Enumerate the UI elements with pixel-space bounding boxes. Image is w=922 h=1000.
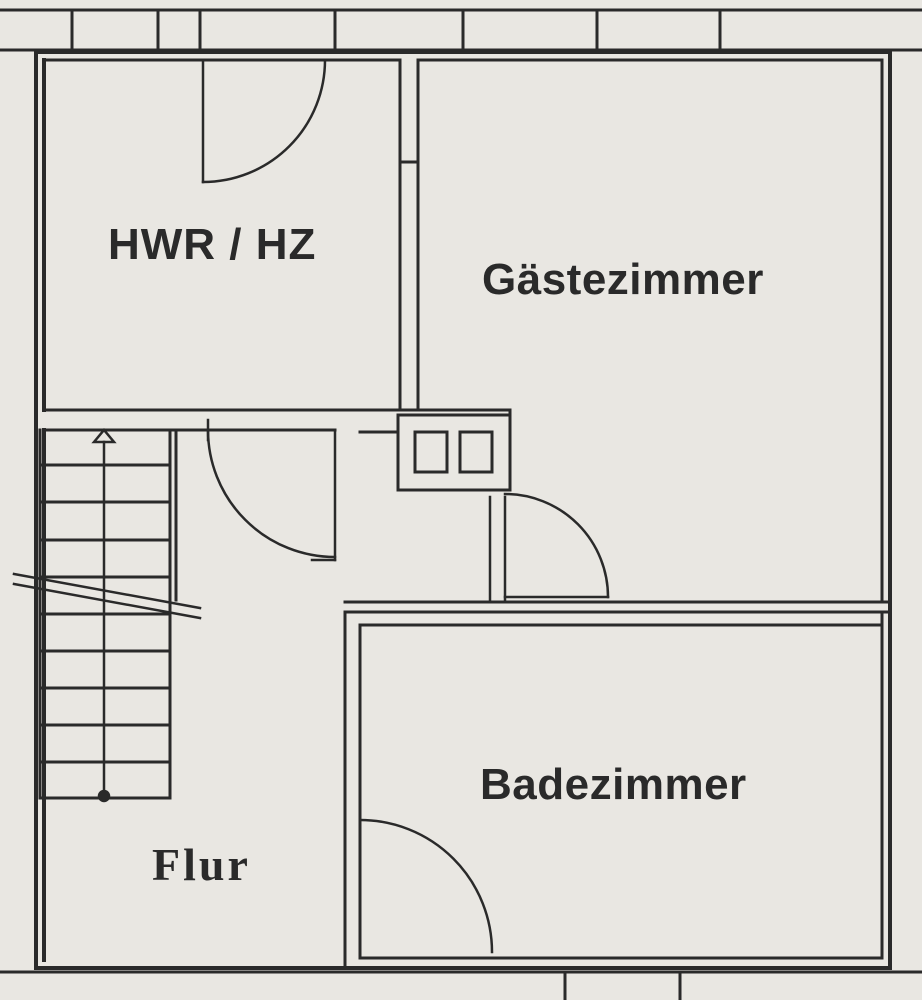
stair-walking-line <box>91 428 117 803</box>
outer-walls <box>34 50 892 970</box>
hwr-door <box>201 58 327 184</box>
gaeste-door <box>488 492 610 602</box>
bad-door <box>358 818 494 954</box>
stair-cut-line <box>12 572 202 620</box>
gaeste-room-walls <box>343 58 892 614</box>
top-exterior-wall <box>0 8 922 52</box>
bottom-exterior-wall <box>0 970 922 1000</box>
room-label-hwr: HWR / HZ <box>108 220 317 269</box>
shaft-block <box>358 413 512 492</box>
room-label-flur: Flur <box>152 839 251 890</box>
staircase <box>38 428 178 800</box>
room-label-badezimmer: Badezimmer <box>480 760 747 809</box>
room-label-gaestezimmer: Gästezimmer <box>482 255 764 304</box>
hwr-room-walls <box>42 58 512 432</box>
flur-door <box>206 418 337 562</box>
